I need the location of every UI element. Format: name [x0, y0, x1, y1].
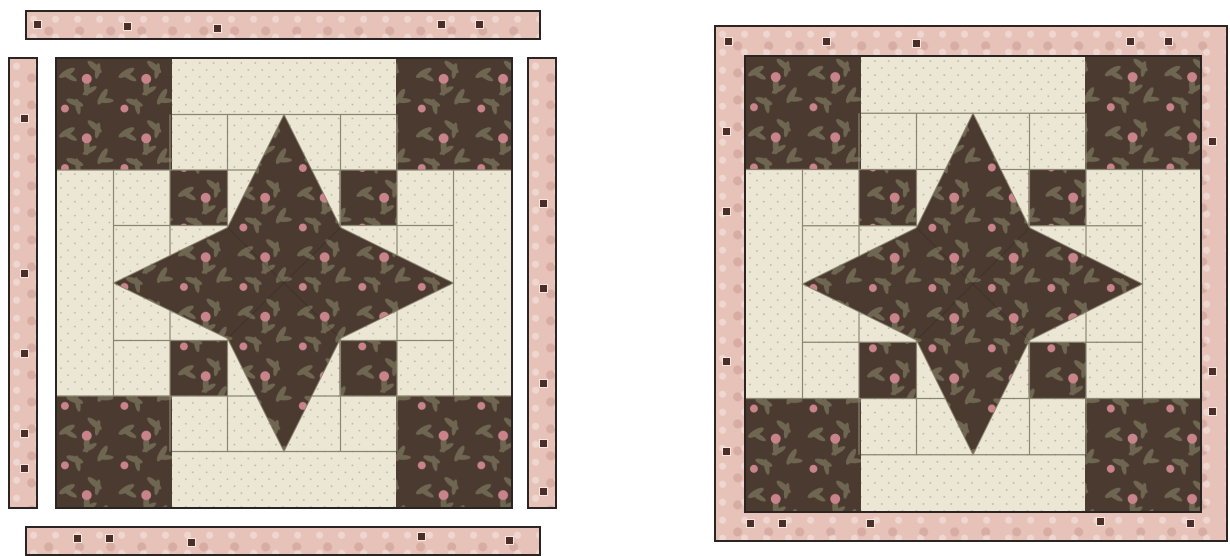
square-flower-motif-icon [722, 127, 731, 136]
square-flower-motif-icon [1096, 517, 1105, 526]
square-flower-motif-icon [105, 534, 114, 543]
small-floral-square [170, 340, 227, 396]
square-flower-motif-icon [73, 534, 82, 543]
quilt-block-graphic [746, 57, 1200, 511]
square-flower-motif-icon [539, 199, 548, 208]
square-flower-motif-icon [123, 22, 132, 31]
square-flower-motif-icon [20, 464, 29, 473]
corner-floral-square [57, 396, 172, 507]
corner-floral-square [746, 399, 861, 511]
corner-floral-square [57, 59, 172, 170]
square-flower-motif-icon [1208, 367, 1217, 376]
corner-floral-square [1085, 57, 1200, 169]
square-flower-motif-icon [437, 20, 446, 29]
small-floral-square [1029, 342, 1086, 398]
square-flower-motif-icon [866, 519, 875, 528]
square-flower-motif-icon [722, 357, 731, 366]
corner-floral-square [396, 59, 511, 170]
right-border-strip [527, 57, 557, 509]
square-flower-motif-icon [1208, 407, 1217, 416]
top-border-strip [25, 10, 541, 40]
square-flower-motif-icon [20, 269, 29, 278]
corner-floral-square [396, 396, 511, 507]
quilt-block-assembled [744, 55, 1202, 513]
square-flower-motif-icon [539, 379, 548, 388]
square-flower-motif-icon [539, 487, 548, 496]
square-flower-motif-icon [539, 439, 548, 448]
small-floral-square [859, 169, 916, 225]
square-flower-motif-icon [1164, 37, 1173, 46]
corner-floral-square [746, 57, 861, 169]
quilt-block-unassembled [55, 57, 513, 509]
small-floral-square [340, 170, 397, 226]
square-flower-motif-icon [722, 207, 731, 216]
square-flower-motif-icon [20, 114, 29, 123]
square-flower-motif-icon [724, 37, 733, 46]
square-flower-motif-icon [722, 447, 731, 456]
square-flower-motif-icon [1186, 519, 1195, 528]
small-floral-square [859, 342, 916, 398]
small-floral-square [170, 170, 227, 226]
small-floral-square [340, 340, 397, 396]
square-flower-motif-icon [475, 20, 484, 29]
square-flower-motif-icon [213, 24, 222, 33]
quilt-block-graphic [57, 59, 511, 507]
square-flower-motif-icon [1208, 137, 1217, 146]
square-flower-motif-icon [539, 284, 548, 293]
square-flower-motif-icon [417, 532, 426, 541]
square-flower-motif-icon [505, 536, 514, 545]
square-flower-motif-icon [20, 349, 29, 358]
square-flower-motif-icon [20, 429, 29, 438]
square-flower-motif-icon [778, 519, 787, 528]
square-flower-motif-icon [912, 39, 921, 48]
corner-floral-square [1085, 399, 1200, 511]
square-flower-motif-icon [1126, 37, 1135, 46]
square-flower-motif-icon [746, 519, 755, 528]
small-floral-square [1029, 169, 1086, 225]
square-flower-motif-icon [187, 538, 196, 547]
square-flower-motif-icon [33, 20, 42, 29]
square-flower-motif-icon [822, 37, 831, 46]
left-border-strip [8, 57, 38, 509]
